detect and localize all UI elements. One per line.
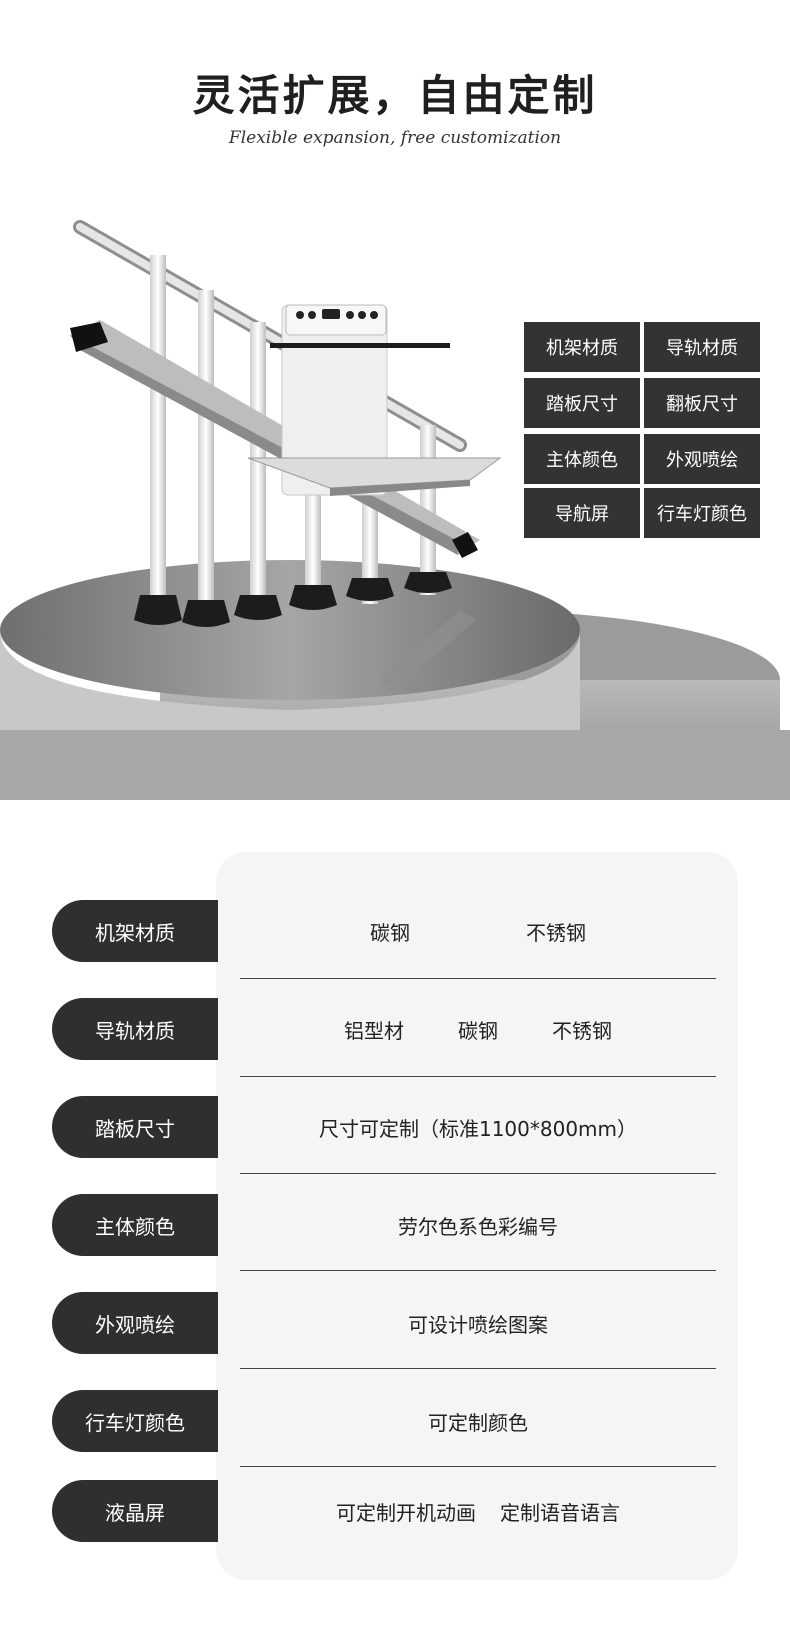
row-divider xyxy=(240,1270,716,1271)
row-divider xyxy=(240,1466,716,1467)
hero-tag: 主体颜色 xyxy=(524,434,640,484)
spec-value: 定制语音语言 xyxy=(500,1500,620,1525)
hero-tag: 踏板尺寸 xyxy=(524,378,640,428)
hero-tag: 机架材质 xyxy=(524,322,640,372)
row-divider xyxy=(240,1076,716,1077)
hero-tag: 外观喷绘 xyxy=(644,434,760,484)
spec-value: 碳钢 xyxy=(458,1018,498,1043)
spec-values: 可定制颜色 xyxy=(240,1401,716,1441)
spec-value: 尺寸可定制（标准1100*800mm） xyxy=(318,1116,638,1141)
spec-values: 碳钢 不锈钢 xyxy=(240,911,716,951)
spec-label: 主体颜色 xyxy=(52,1194,218,1256)
spec-label: 外观喷绘 xyxy=(52,1292,218,1354)
spec-value: 可定制颜色 xyxy=(428,1410,528,1435)
stair-lift-illustration xyxy=(0,220,790,800)
spec-value: 可定制开机动画 xyxy=(336,1500,476,1525)
spec-value: 不锈钢 xyxy=(526,920,586,945)
hero-tag: 翻板尺寸 xyxy=(644,378,760,428)
spec-values: 劳尔色系色彩编号 xyxy=(240,1205,716,1245)
row-divider xyxy=(240,978,716,979)
spec-panel xyxy=(216,852,738,1580)
spec-label: 导轨材质 xyxy=(52,998,218,1060)
spec-value: 碳钢 xyxy=(370,920,410,945)
spec-values: 可设计喷绘图案 xyxy=(240,1303,716,1343)
row-divider xyxy=(240,1173,716,1174)
spec-values: 铝型材 碳钢 不锈钢 xyxy=(240,1009,716,1049)
spec-label: 液晶屏 xyxy=(52,1480,218,1542)
spec-label: 踏板尺寸 xyxy=(52,1096,218,1158)
spec-values: 可定制开机动画 定制语音语言 xyxy=(240,1491,716,1531)
spec-value: 可设计喷绘图案 xyxy=(408,1312,548,1337)
spec-label: 行车灯颜色 xyxy=(52,1390,218,1452)
spec-value: 劳尔色系色彩编号 xyxy=(398,1214,558,1239)
hero-tag: 行车灯颜色 xyxy=(644,488,760,538)
spec-label: 机架材质 xyxy=(52,900,218,962)
spec-value: 铝型材 xyxy=(344,1018,404,1043)
row-divider xyxy=(240,1368,716,1369)
hero-tag: 导航屏 xyxy=(524,488,640,538)
spec-value: 不锈钢 xyxy=(552,1018,612,1043)
spec-values: 尺寸可定制（标准1100*800mm） xyxy=(240,1107,716,1147)
hero-tag: 导轨材质 xyxy=(644,322,760,372)
page-title: 灵活扩展，自由定制 xyxy=(192,71,598,120)
page-subtitle: Flexible expansion, free customization xyxy=(228,128,562,148)
